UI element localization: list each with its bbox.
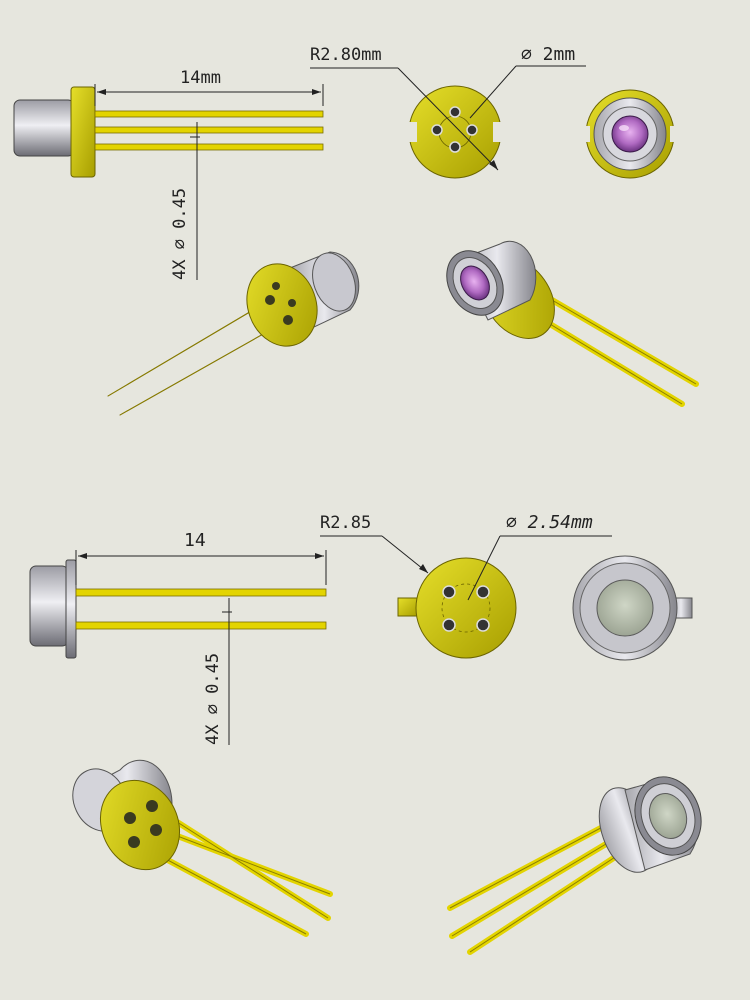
top-side-flange [70, 86, 96, 178]
top-radius-label: R2.80mm [310, 45, 382, 65]
bottom-pin-circle-label: ⌀ 2.54mm [506, 512, 593, 533]
bottom-length-label: 14 [184, 530, 206, 551]
top-length-label: 14mm [180, 68, 221, 88]
bottom-window [596, 579, 654, 637]
top-package: 14mm 4X ⌀ 0.45 R2.80mm [13, 44, 699, 416]
bottom-front-view [572, 555, 693, 661]
top-lens [611, 115, 649, 153]
bottom-pin-label: 4X ⌀ 0.45 [203, 653, 223, 745]
top-side-lead-3 [94, 143, 324, 151]
top-front-view [582, 89, 678, 179]
top-header-view: R2.80mm ⌀ 2mm [310, 44, 586, 179]
bottom-header-pins [442, 585, 490, 632]
top-header-pins [431, 106, 478, 153]
bottom-side-flange [65, 559, 77, 659]
top-side-lead-2 [94, 126, 324, 134]
top-side-view: 14mm 4X ⌀ 0.45 [13, 68, 324, 280]
top-side-can [13, 99, 75, 157]
top-pin-circle-label: ⌀ 2mm [521, 44, 575, 65]
top-iso-left [107, 251, 360, 416]
bottom-iso-left [72, 759, 333, 937]
bottom-package: 14 4X ⌀ 0.45 R2.85 ⌀ 2.54mm [29, 512, 702, 955]
bottom-side-lead-2 [75, 621, 327, 630]
bottom-header-view: R2.85 ⌀ 2.54mm [320, 512, 612, 659]
bottom-side-lead-1 [75, 588, 327, 597]
bottom-iso-window [648, 793, 688, 839]
top-iso-lens [460, 265, 490, 301]
bottom-iso-right [447, 776, 702, 955]
top-pin-label: 4X ⌀ 0.45 [170, 188, 190, 280]
bottom-radius-label: R2.85 [320, 513, 371, 533]
bottom-side-can [29, 565, 69, 647]
bottom-side-view: 14 4X ⌀ 0.45 [29, 530, 327, 745]
top-side-lead-1 [94, 110, 324, 118]
top-iso-right [446, 240, 699, 407]
